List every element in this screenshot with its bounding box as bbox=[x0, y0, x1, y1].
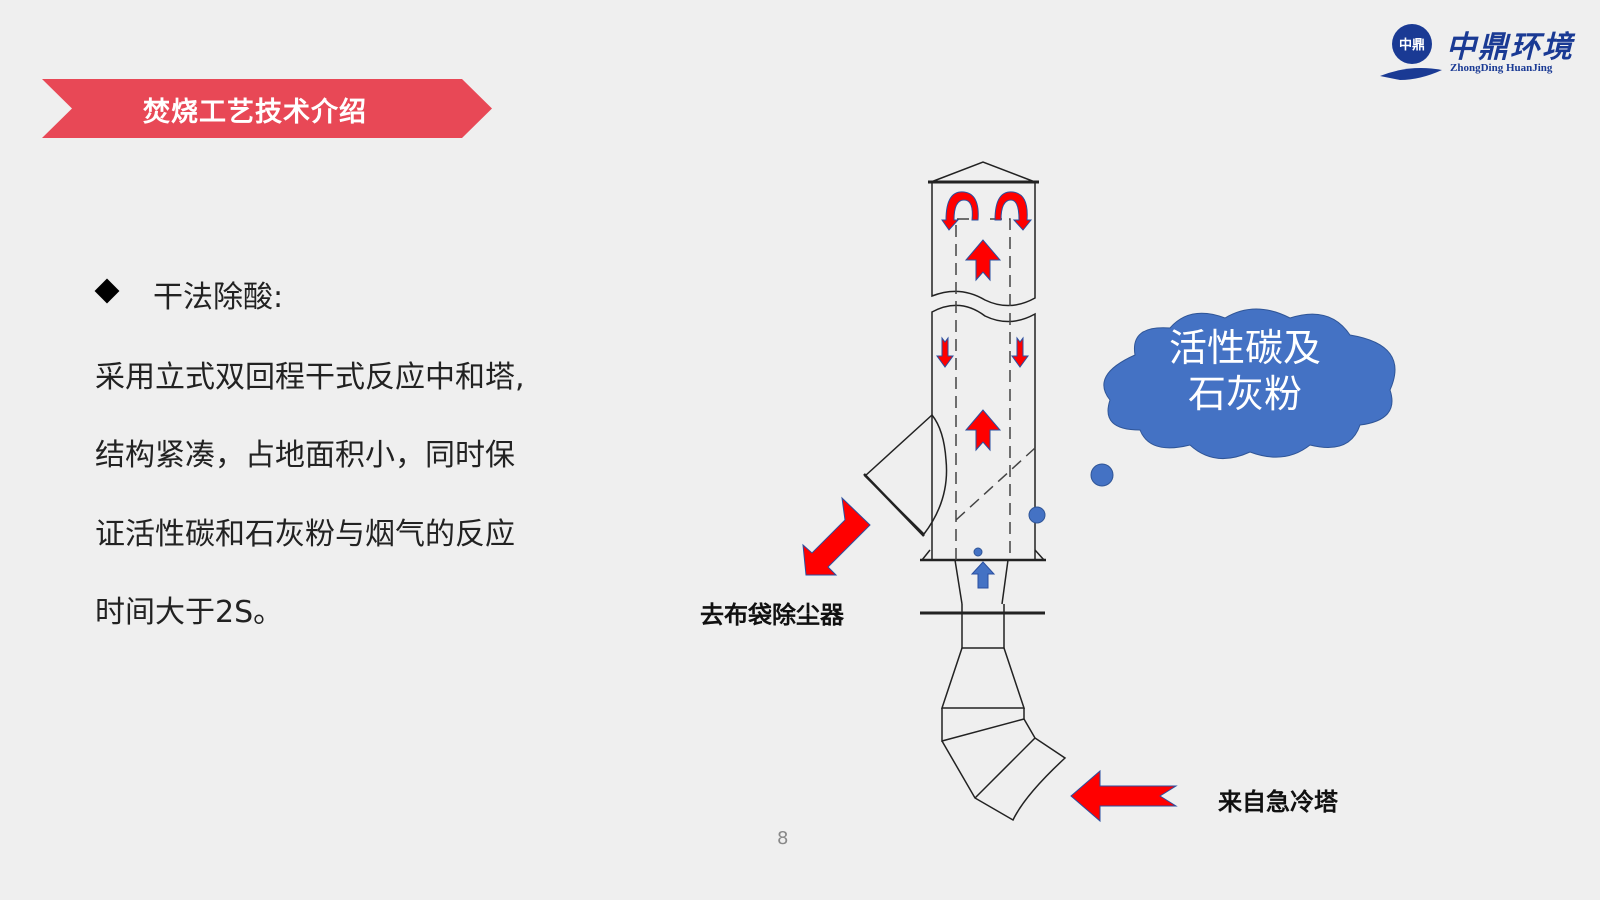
paragraph-line: 时间大于2S。 bbox=[95, 595, 284, 630]
cloud-label: 活性碳及 石灰粉 bbox=[1145, 325, 1345, 417]
up-arrow-blue-icon bbox=[970, 561, 996, 589]
down-arrow-icon bbox=[936, 336, 954, 368]
down-arrow-icon bbox=[1011, 336, 1029, 368]
paragraph-line: 证活性碳和石灰粉与烟气的反应 bbox=[95, 517, 515, 552]
logo-text-en: ZhongDing HuanJing bbox=[1450, 62, 1553, 74]
inlet-label: 来自急冷塔 bbox=[1218, 788, 1338, 816]
up-arrow-icon bbox=[964, 239, 1002, 282]
flow-arrows bbox=[802, 191, 1178, 823]
page-number: 8 bbox=[777, 828, 789, 849]
logo-text-cn: 中鼎环境 bbox=[1446, 30, 1574, 65]
company-logo: 中鼎 bbox=[1380, 24, 1442, 80]
up-arrow-icon bbox=[964, 409, 1002, 452]
outlet-arrow-icon bbox=[802, 496, 871, 576]
turn-arrow-icon bbox=[994, 191, 1033, 231]
thought-bubble bbox=[973, 308, 1396, 557]
turn-arrow-icon bbox=[941, 191, 979, 231]
inlet-arrow-icon bbox=[1070, 769, 1178, 823]
paragraph-line: 采用立式双回程干式反应中和塔, bbox=[95, 360, 525, 395]
inner-dashed-tube bbox=[955, 218, 1036, 560]
outlet-label: 去布袋除尘器 bbox=[700, 601, 844, 629]
cloud-line: 活性碳及 bbox=[1168, 326, 1321, 370]
title-banner bbox=[42, 79, 492, 138]
page-title: 焚烧工艺技术介绍 bbox=[143, 97, 367, 128]
section-subheading: 干法除酸: bbox=[153, 280, 284, 315]
paragraph-line: 结构紧凑，占地面积小，同时保 bbox=[95, 438, 515, 473]
svg-text:中鼎: 中鼎 bbox=[1399, 37, 1425, 53]
tower-outline bbox=[863, 161, 1067, 822]
cloud-line: 石灰粉 bbox=[1187, 372, 1302, 416]
